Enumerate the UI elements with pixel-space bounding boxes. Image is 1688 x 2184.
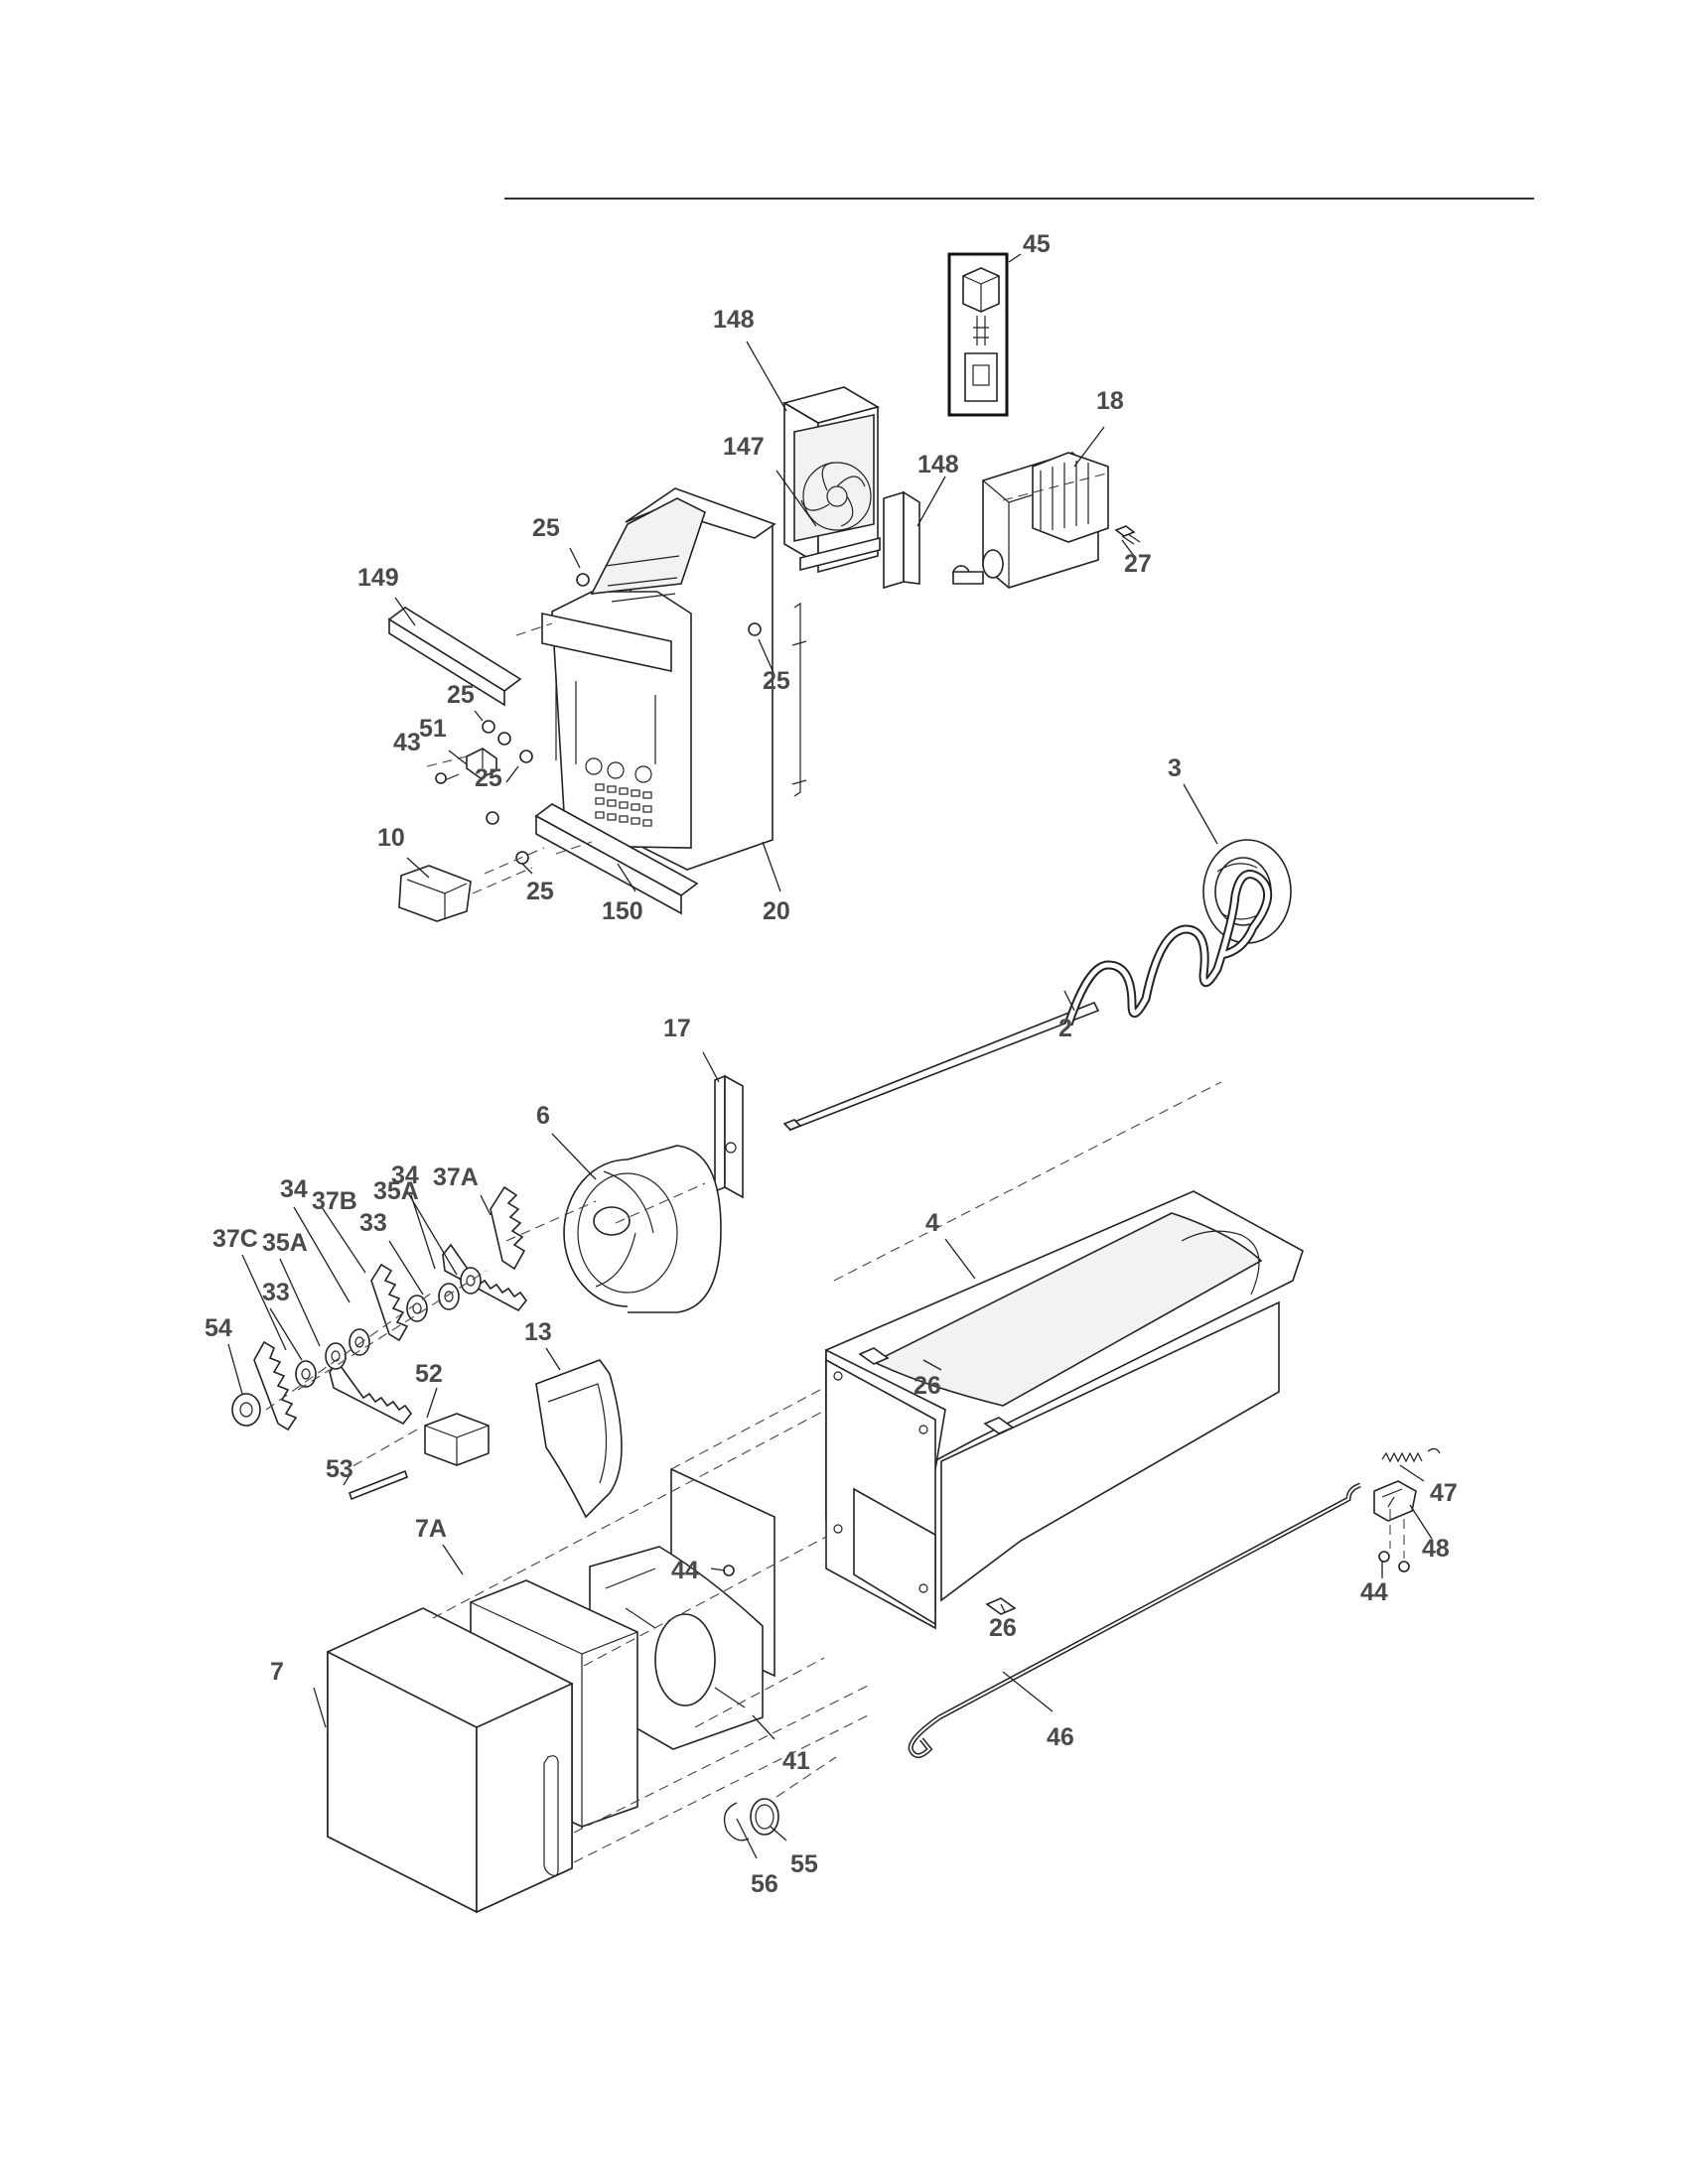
callout-13: 13 bbox=[524, 1318, 552, 1346]
callout-41: 41 bbox=[782, 1747, 810, 1775]
part-connector-51 bbox=[466, 748, 497, 779]
callout-4: 4 bbox=[925, 1209, 939, 1237]
callout-20: 20 bbox=[763, 897, 790, 925]
part-clip-56 bbox=[723, 1802, 750, 1842]
part-pin-53 bbox=[349, 1469, 408, 1501]
callout-148-mid: 148 bbox=[917, 451, 959, 478]
part-strip-150 bbox=[534, 803, 699, 915]
part-ice-bucket-4 bbox=[825, 1190, 1304, 1630]
screw-25-group bbox=[482, 573, 762, 865]
screw-26-group bbox=[858, 1347, 1017, 1615]
callout-18: 18 bbox=[1096, 387, 1124, 415]
callout-34-lower: 34 bbox=[280, 1175, 308, 1203]
callout-25-top: 25 bbox=[532, 514, 560, 542]
callout-26-upper: 26 bbox=[914, 1372, 941, 1400]
part-screw-27 bbox=[1114, 525, 1141, 545]
callout-3: 3 bbox=[1168, 754, 1182, 782]
callout-44-left: 44 bbox=[671, 1557, 699, 1584]
part-spring-47 bbox=[1381, 1447, 1441, 1463]
callout-25-left: 25 bbox=[447, 681, 475, 709]
callout-27: 27 bbox=[1124, 550, 1152, 578]
part-switch-assembly bbox=[947, 252, 1009, 417]
part-screw-43 bbox=[435, 772, 460, 784]
part-block-52 bbox=[424, 1413, 490, 1466]
callout-7A: 7A bbox=[415, 1515, 447, 1543]
callout-33-lower: 33 bbox=[262, 1279, 290, 1306]
part-front-cover-7 bbox=[327, 1607, 573, 1914]
part-auger-2 bbox=[782, 870, 1273, 1132]
assembly-lines bbox=[265, 472, 1405, 1863]
callout-55: 55 bbox=[790, 1850, 818, 1878]
callout-17: 17 bbox=[663, 1015, 691, 1042]
callout-25-bottom: 25 bbox=[526, 878, 554, 905]
callout-7: 7 bbox=[270, 1658, 284, 1686]
part-blade-37C bbox=[253, 1340, 298, 1432]
callout-37A: 37A bbox=[433, 1163, 479, 1191]
part-bearing-3 bbox=[1202, 839, 1292, 944]
callout-26-lower: 26 bbox=[989, 1614, 1017, 1642]
callout-46: 46 bbox=[1047, 1723, 1074, 1751]
part-fan-shroud bbox=[781, 386, 920, 590]
callout-labels: 45 148 18 147 148 25 27 149 25 25 51 43 … bbox=[205, 230, 1458, 1898]
callout-2: 2 bbox=[1058, 1015, 1072, 1042]
callout-45: 45 bbox=[1023, 230, 1051, 258]
part-blade-37B bbox=[370, 1263, 409, 1342]
part-wire-arm-46 bbox=[908, 1482, 1361, 1758]
part-blade-37A bbox=[490, 1185, 526, 1271]
part-plate-17 bbox=[714, 1074, 744, 1199]
callout-148-top: 148 bbox=[713, 306, 755, 334]
callout-25-mid: 25 bbox=[475, 764, 502, 792]
callout-35A-lower: 35A bbox=[262, 1229, 308, 1257]
callout-52: 52 bbox=[415, 1360, 443, 1388]
callout-150: 150 bbox=[602, 897, 643, 925]
callout-37B: 37B bbox=[312, 1187, 357, 1215]
part-bracket-48 bbox=[1373, 1480, 1417, 1522]
part-cutter-lower bbox=[329, 1360, 413, 1426]
part-dispenser-housing bbox=[541, 487, 807, 871]
callout-53: 53 bbox=[326, 1455, 353, 1483]
part-drive-motor bbox=[952, 452, 1109, 589]
callout-35A-upper: 35A bbox=[373, 1177, 419, 1205]
callout-37C: 37C bbox=[212, 1225, 258, 1253]
callout-56: 56 bbox=[751, 1870, 778, 1898]
callout-47: 47 bbox=[1430, 1479, 1458, 1507]
part-shield-13 bbox=[535, 1359, 623, 1519]
callout-54: 54 bbox=[205, 1314, 232, 1342]
callout-48: 48 bbox=[1422, 1535, 1450, 1563]
callout-149: 149 bbox=[357, 564, 399, 592]
leader-lines bbox=[227, 253, 1433, 1859]
callout-6: 6 bbox=[536, 1102, 550, 1130]
part-drum-6 bbox=[563, 1145, 722, 1313]
screw-44-left bbox=[723, 1565, 735, 1576]
callout-51: 51 bbox=[419, 715, 447, 743]
callout-25-right: 25 bbox=[763, 667, 790, 695]
callout-34-upper: 34 bbox=[391, 1161, 419, 1189]
part-bracket-10 bbox=[398, 865, 472, 922]
part-ring-55 bbox=[750, 1798, 779, 1836]
callout-33-upper: 33 bbox=[359, 1209, 387, 1237]
part-strip-149 bbox=[387, 607, 522, 707]
callout-10: 10 bbox=[377, 824, 405, 852]
callout-147: 147 bbox=[723, 433, 765, 461]
callout-44-right: 44 bbox=[1360, 1578, 1388, 1606]
screw-44-right bbox=[1378, 1551, 1410, 1572]
callout-43: 43 bbox=[393, 729, 421, 756]
